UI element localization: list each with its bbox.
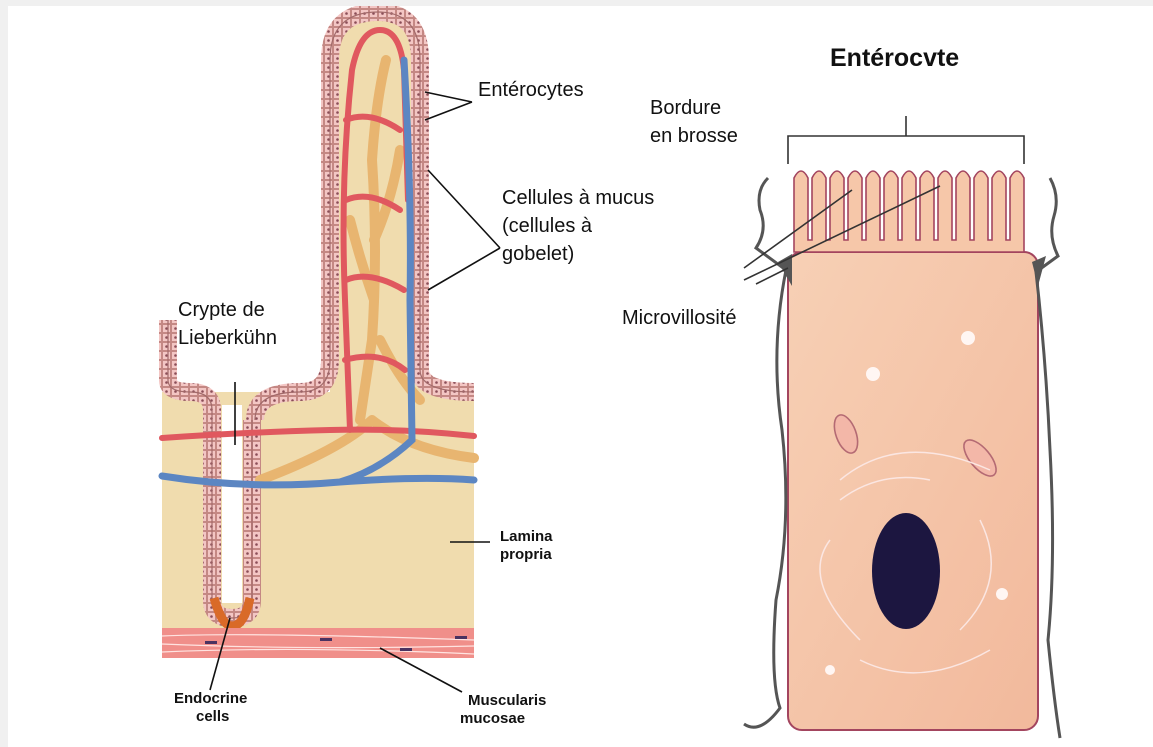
label-muscularis-mucosae: Muscularis mucosae xyxy=(460,692,546,728)
label-endocrine-line1: Endocrine xyxy=(174,690,247,708)
label-mucus-line1: Cellules à mucus xyxy=(502,184,654,212)
label-muscularis-line2: mucosae xyxy=(460,710,546,728)
diagram-svg xyxy=(8,6,1153,747)
label-mucus-line3: gobelet) xyxy=(502,240,654,268)
left-neighbor-membrane xyxy=(744,178,786,727)
enterocyte-cell xyxy=(744,171,1060,738)
label-brush-line1: Bordure xyxy=(650,94,738,122)
label-lamina-propria: Lamina propria xyxy=(500,528,553,564)
label-microvillosity: Microvillosité xyxy=(622,304,736,332)
label-crypt-line1: Crypte de xyxy=(178,296,277,324)
nucleus xyxy=(872,513,940,629)
label-lamina-line2: propria xyxy=(500,546,553,564)
label-endocrine-line2: cells xyxy=(174,708,247,726)
label-endocrine-cells: Endocrine cells xyxy=(174,690,247,726)
label-crypt: Crypte de Lieberkühn xyxy=(178,296,277,352)
label-brush-line2: en brosse xyxy=(650,122,738,150)
label-brush-border: Bordure en brosse xyxy=(650,94,738,150)
label-enterocytes: Entérocytes xyxy=(478,76,584,104)
label-muscularis-line1: Muscularis xyxy=(460,692,546,710)
label-lamina-line1: Lamina xyxy=(500,528,553,546)
enterocyte-title: Entérocvte xyxy=(830,44,959,72)
label-mucus-line2: (cellules à xyxy=(502,212,654,240)
cell-body xyxy=(788,252,1038,730)
illustration-canvas: Entérocytes Cellules à mucus (cellules à… xyxy=(8,6,1153,747)
label-mucus-cells: Cellules à mucus (cellules à gobelet) xyxy=(502,184,654,268)
label-crypt-line2: Lieberkühn xyxy=(178,324,277,352)
